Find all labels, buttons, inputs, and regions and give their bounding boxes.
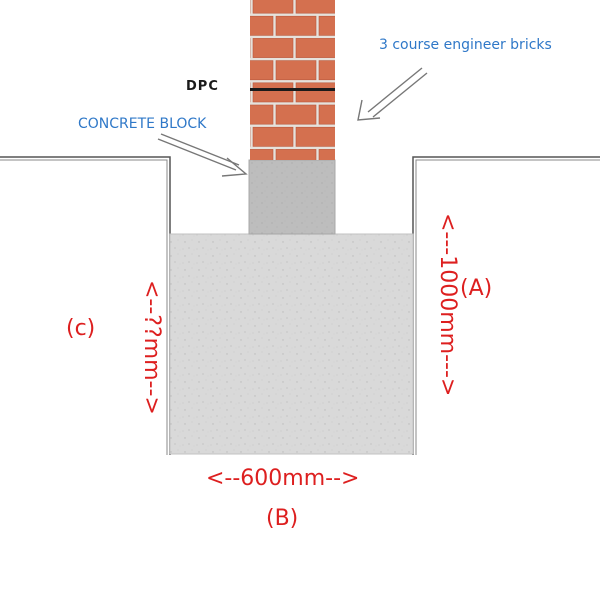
brick [295, 0, 335, 14]
engineer-bricks-label: 3 course engineer bricks [379, 37, 552, 53]
width-tag: (B) [266, 506, 299, 531]
arrow-to-bricks [357, 67, 428, 121]
brick [275, 104, 317, 125]
concrete-block-label: CONCRETE BLOCK [78, 116, 207, 132]
brick [250, 149, 274, 160]
brick [252, 0, 294, 14]
brick [250, 60, 274, 81]
brick [295, 82, 335, 103]
unknown-dimension: <--??mm--> [139, 280, 164, 415]
brick [250, 0, 251, 14]
dpc-label: DPC [186, 79, 219, 94]
brick [250, 126, 251, 147]
dpc-layer [250, 88, 335, 91]
brick [252, 82, 294, 103]
brick [250, 38, 251, 58]
brick [190, 61, 230, 80]
brick [250, 104, 274, 125]
depth-tag: (A) [460, 276, 493, 301]
brick [275, 149, 317, 160]
unknown-tag: (c) [66, 316, 96, 341]
brick [190, 16, 230, 35]
brick [275, 15, 317, 36]
brick [250, 15, 274, 36]
depth-dimension: <---1000mm---> [435, 213, 460, 397]
concrete-block [248, 159, 336, 235]
arrow-to-block [157, 133, 248, 177]
brick [252, 38, 294, 58]
brick [295, 126, 335, 147]
width-dimension: <--600mm--> [206, 466, 360, 491]
concrete-foundation [169, 233, 414, 455]
brick-wall [190, 0, 335, 160]
brick [252, 126, 294, 147]
brick [275, 60, 317, 81]
brick [318, 104, 335, 125]
brick [318, 149, 335, 160]
brick [295, 38, 335, 58]
brick [318, 60, 335, 81]
brick [318, 15, 335, 36]
